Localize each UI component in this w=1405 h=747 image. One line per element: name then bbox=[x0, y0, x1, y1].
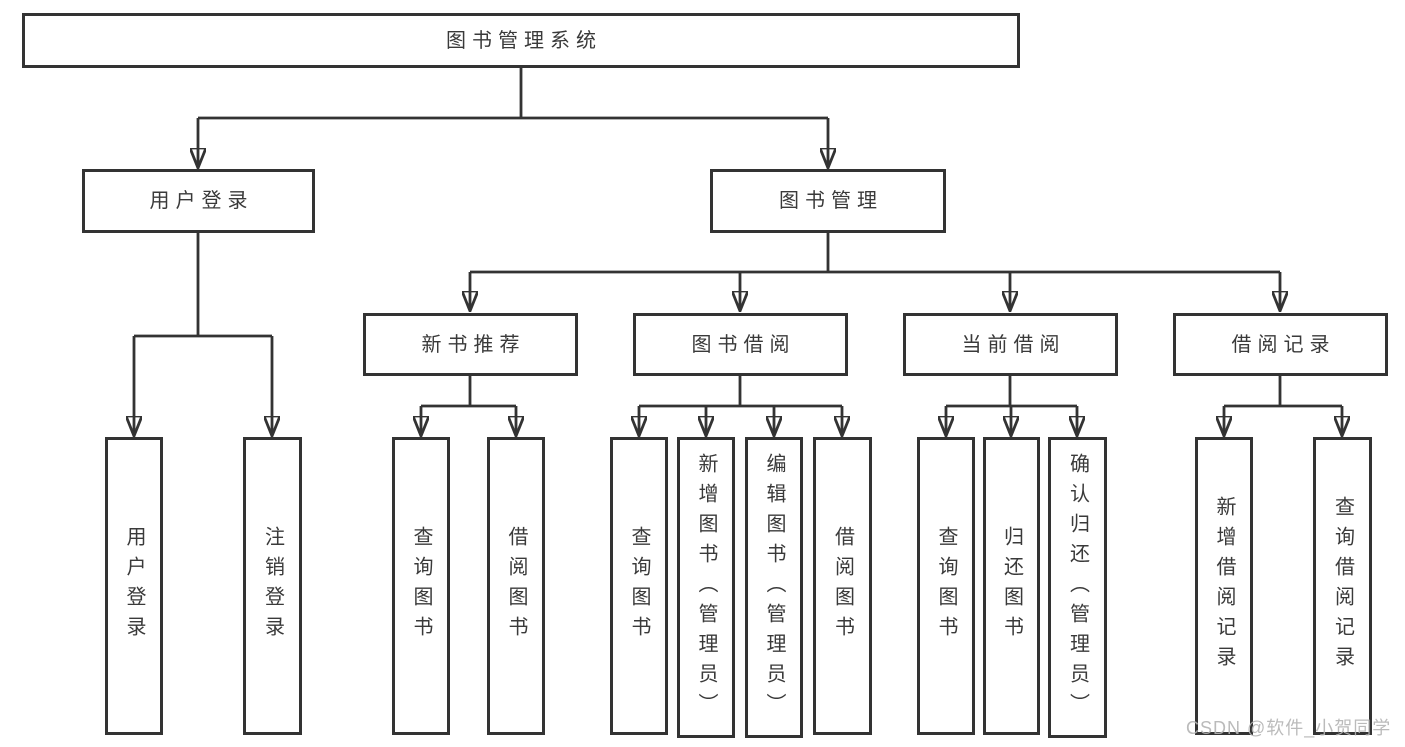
leaf-bb-add-book-admin: 新增图书（管理员） bbox=[677, 437, 735, 738]
node-book-borrow: 图书借阅 bbox=[633, 313, 848, 376]
leaf-cb-query-book: 查询图书 bbox=[917, 437, 975, 735]
node-book-management: 图书管理 bbox=[710, 169, 946, 233]
leaf-nb-query-book: 查询图书 bbox=[392, 437, 450, 735]
leaf-user-login: 用户登录 bbox=[105, 437, 163, 735]
watermark: CSDN @软件_小贺同学 bbox=[1186, 718, 1392, 738]
leaf-bb-borrow-book: 借阅图书 bbox=[813, 437, 872, 735]
node-borrow-records: 借阅记录 bbox=[1173, 313, 1388, 376]
leaf-logout: 注销登录 bbox=[243, 437, 302, 735]
connector-arrows bbox=[134, 118, 1342, 436]
leaf-bb-edit-book-admin: 编辑图书（管理员） bbox=[745, 437, 803, 738]
leaf-nb-borrow-book: 借阅图书 bbox=[487, 437, 545, 735]
node-user-login: 用户登录 bbox=[82, 169, 315, 233]
leaf-br-query-record: 查询借阅记录 bbox=[1313, 437, 1372, 735]
leaf-br-add-record: 新增借阅记录 bbox=[1195, 437, 1253, 735]
leaf-cb-confirm-return-admin: 确认归还（管理员） bbox=[1048, 437, 1107, 738]
node-new-book-recommend: 新书推荐 bbox=[363, 313, 578, 376]
node-current-borrow: 当前借阅 bbox=[903, 313, 1118, 376]
leaf-cb-return-book: 归还图书 bbox=[983, 437, 1040, 735]
leaf-bb-query-book: 查询图书 bbox=[610, 437, 668, 735]
node-root: 图书管理系统 bbox=[22, 13, 1020, 68]
